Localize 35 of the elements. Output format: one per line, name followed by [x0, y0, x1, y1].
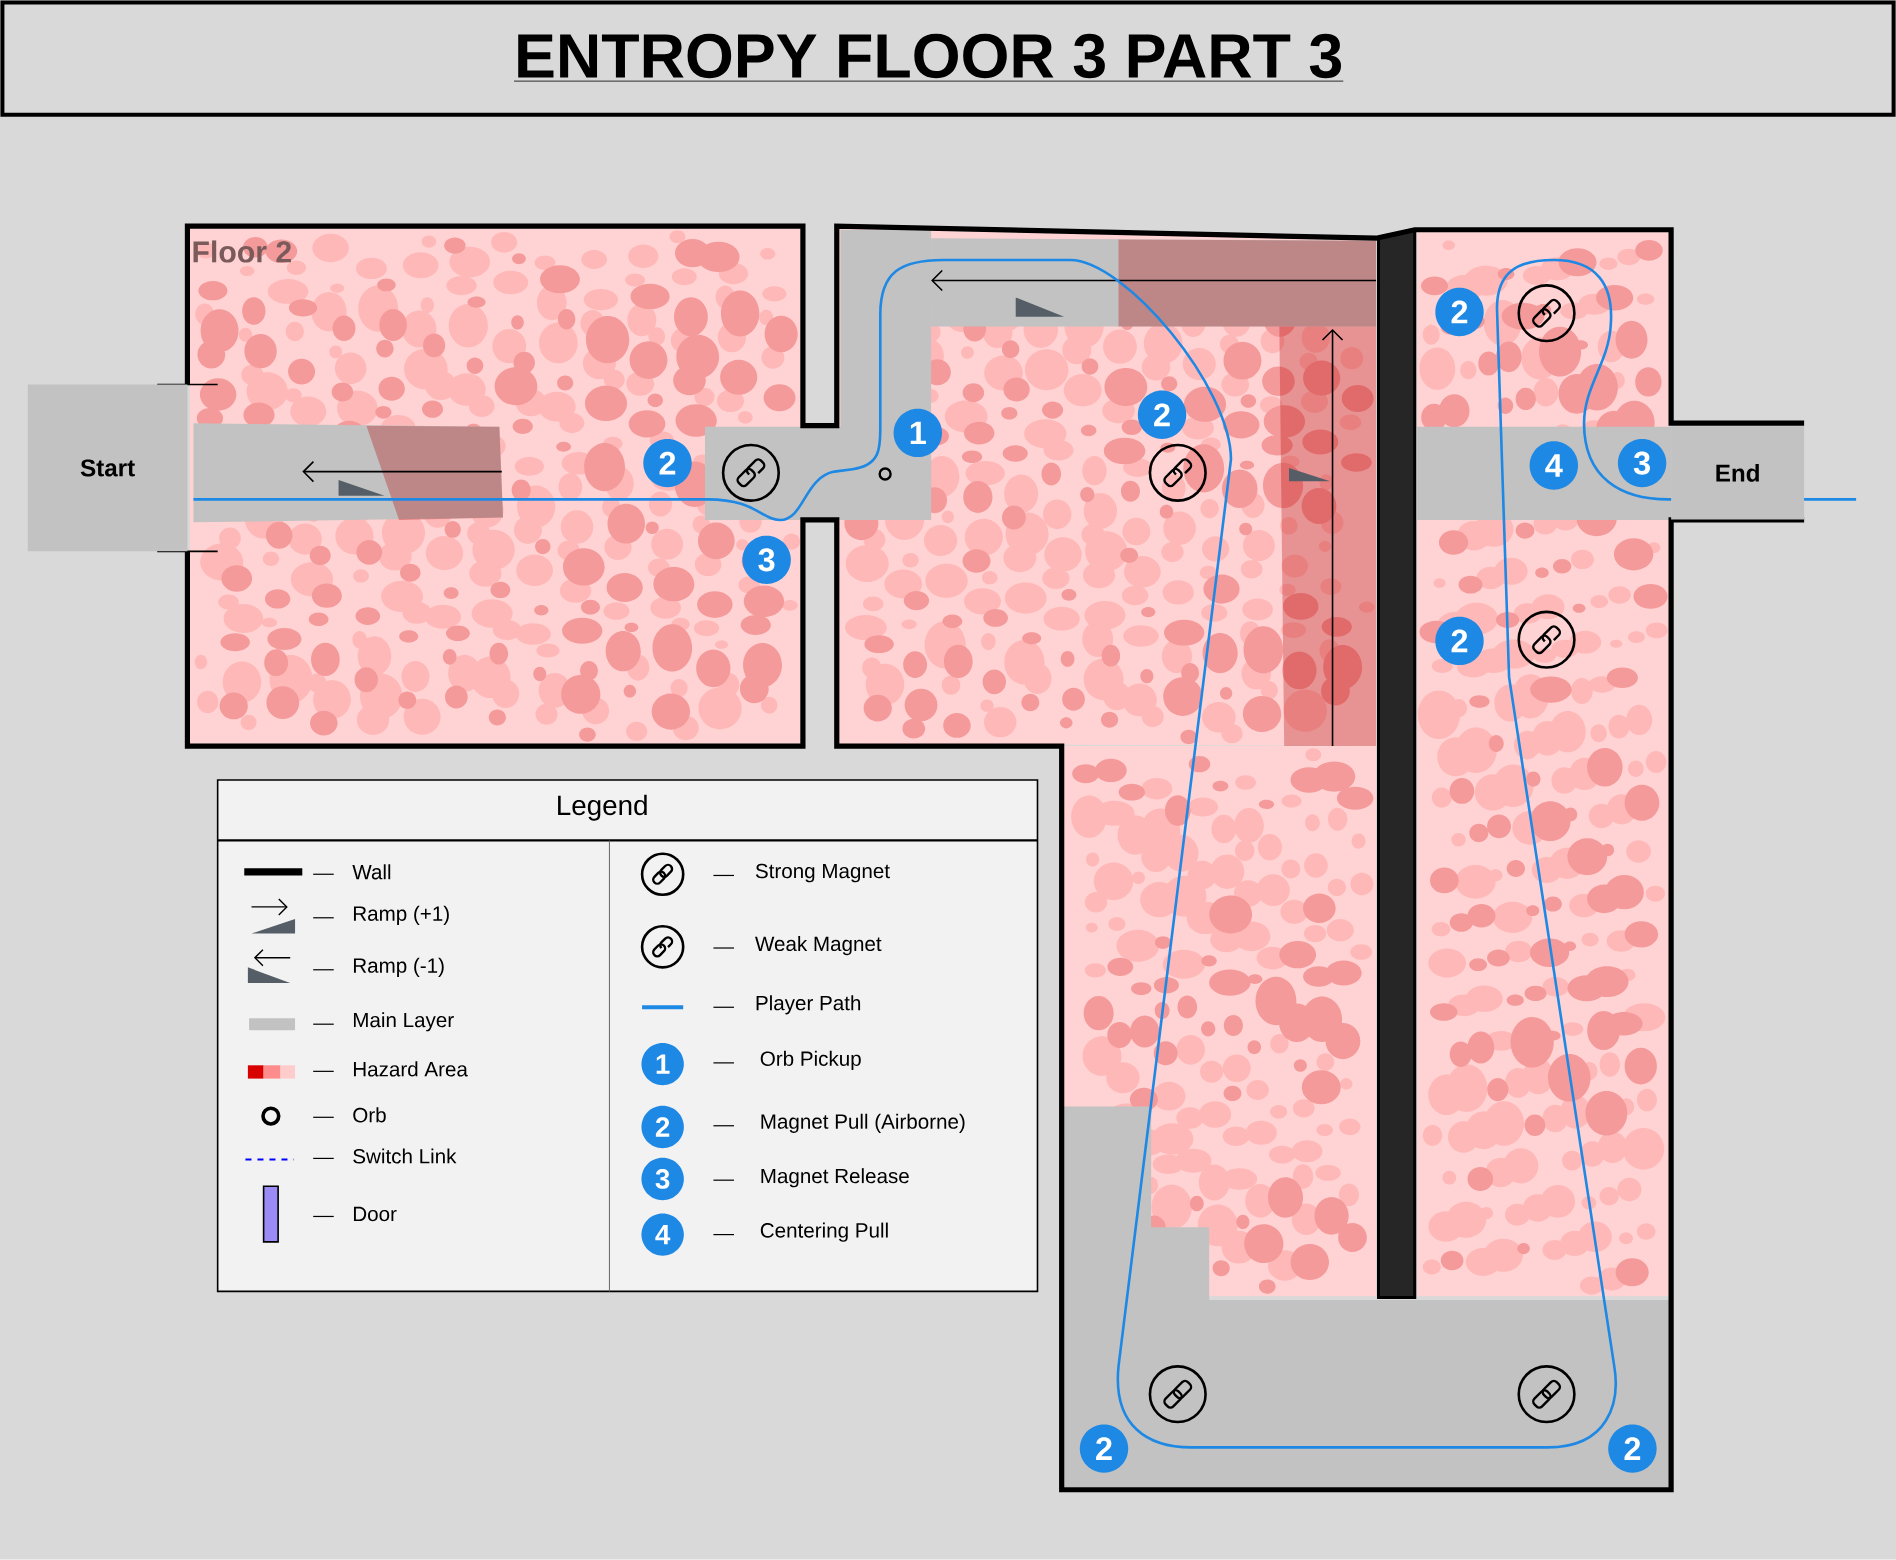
legend-label: Ramp (+1): [353, 905, 449, 926]
legend-badge: 3: [641, 1157, 684, 1201]
legend-label: Weak Magnet: [755, 936, 882, 956]
legend-label: Main Layer: [353, 1012, 454, 1032]
legend-label: Hazard Area: [353, 1061, 468, 1077]
area-box: Start: [27, 384, 188, 552]
callout-number: 3: [1617, 439, 1667, 488]
callout-number: 2: [1435, 616, 1484, 666]
legend-label: Wall: [352, 864, 391, 880]
legend-label: Switch Link: [353, 1148, 457, 1164]
callout-number: 2: [1137, 390, 1187, 440]
callout-number: 2: [1608, 1424, 1657, 1473]
legend-label: Orb: [353, 1107, 386, 1123]
node-label: End: [1716, 463, 1759, 482]
legend-label: Door: [353, 1206, 397, 1222]
legend-label: Centering Pull: [760, 1222, 888, 1242]
legend-label: Magnet Pull (Airborne): [761, 1113, 965, 1133]
callout-number: 2: [1079, 1424, 1129, 1473]
legend-badge: 2: [641, 1105, 684, 1149]
legend-label: Strong Magnet: [755, 863, 890, 883]
legend-title: Legend: [558, 794, 647, 821]
area-label: Floor 2: [193, 240, 291, 263]
callout-number: 1: [893, 408, 942, 458]
area-box: End: [1671, 426, 1805, 520]
callout-number: 3: [742, 535, 791, 585]
legend-label: Orb Pickup: [760, 1050, 861, 1071]
callout-number: 2: [643, 439, 692, 488]
callout-number: 4: [1529, 441, 1578, 490]
title-bar: ENTROPY FLOOR 3 PART 3: [0, 0, 1896, 117]
legend-badge: 1: [641, 1042, 684, 1086]
callout-number: 2: [1435, 287, 1484, 337]
legend-label: Magnet Release: [761, 1168, 909, 1188]
legend-badge: 4: [641, 1213, 684, 1256]
legend-label: Player Path: [756, 995, 861, 1015]
legend-label: Ramp (-1): [353, 957, 444, 978]
